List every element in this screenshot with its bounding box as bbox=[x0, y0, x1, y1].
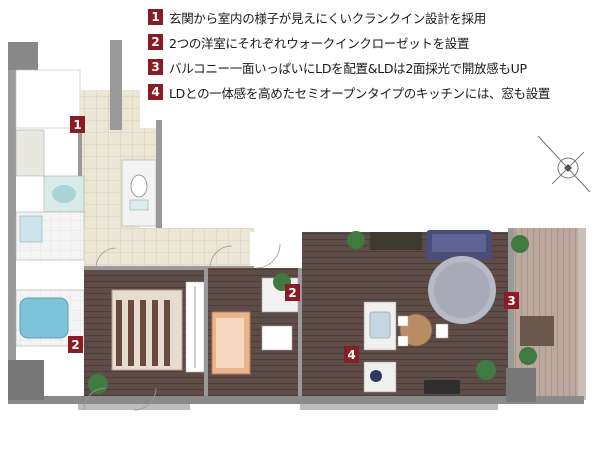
washing-machine bbox=[19, 215, 43, 243]
legend-text: LDとの一体感を高めたセミオープンタイプのキッチンには、窓も設置 bbox=[169, 85, 551, 101]
marker-living-dining: 3 bbox=[504, 292, 519, 309]
tv-board bbox=[370, 232, 422, 250]
desk bbox=[261, 325, 293, 351]
window bbox=[78, 404, 190, 410]
legend-item: 1 玄関から室内の様子が見えにくいクランクイン設計を採用 bbox=[148, 8, 596, 26]
legend-item: 3 バルコニー一面いっぱいにLDを配置&LDは2面採光で開放感もUP bbox=[148, 58, 596, 76]
balcony-rail bbox=[578, 228, 586, 400]
bed-1 bbox=[111, 289, 183, 371]
corridor bbox=[15, 69, 81, 129]
shoe-cabinet bbox=[15, 129, 45, 177]
rug-inner bbox=[434, 262, 490, 318]
burner bbox=[370, 370, 382, 382]
plant bbox=[347, 231, 365, 249]
marker-walk-in-closet-left: 2 bbox=[68, 336, 83, 353]
plant bbox=[88, 374, 108, 394]
plant bbox=[511, 235, 529, 253]
chair bbox=[435, 323, 449, 339]
door-swing bbox=[209, 245, 233, 269]
legend-item: 4 LDとの一体感を高めたセミオープンタイプのキッチンには、窓も設置 bbox=[148, 83, 596, 101]
kitchen-sink bbox=[369, 311, 391, 339]
door-swing bbox=[95, 247, 117, 269]
legend-number: 4 bbox=[148, 84, 163, 100]
chair bbox=[397, 335, 409, 347]
legend-text: 2つの洋室にそれぞれウォークインクローゼットを設置 bbox=[169, 35, 470, 51]
sink-bowl bbox=[52, 185, 76, 203]
legend-text: バルコニー一面いっぱいにLDを配置&LDは2面採光で開放感もUP bbox=[169, 60, 527, 76]
sideboard bbox=[424, 380, 460, 394]
outer-wall-bottom bbox=[8, 396, 584, 404]
bathtub bbox=[19, 297, 69, 339]
marker-walk-in-closet-right: 2 bbox=[285, 284, 300, 301]
wall bbox=[508, 228, 514, 398]
sofa-cushion bbox=[216, 318, 244, 368]
door-swing bbox=[83, 387, 107, 411]
pillar bbox=[8, 42, 38, 70]
legend-number: 1 bbox=[148, 9, 163, 25]
wall bbox=[110, 40, 122, 130]
legend-number: 2 bbox=[148, 34, 163, 50]
feature-legend: 1 玄関から室内の様子が見えにくいクランクイン設計を採用 2 2つの洋室にそれぞ… bbox=[148, 8, 596, 108]
wall bbox=[298, 268, 302, 398]
window bbox=[300, 404, 498, 410]
north-compass-icon bbox=[537, 135, 591, 193]
pillar bbox=[506, 368, 536, 402]
door-swing bbox=[133, 387, 157, 411]
pillar bbox=[8, 360, 44, 400]
living-sofa-seat bbox=[432, 234, 486, 252]
legend-number: 3 bbox=[148, 59, 163, 75]
plant bbox=[476, 360, 496, 380]
wall bbox=[204, 268, 208, 398]
balcony-chair bbox=[520, 316, 554, 346]
plant bbox=[519, 347, 537, 365]
legend-text: 玄関から室内の様子が見えにくいクランクイン設計を採用 bbox=[169, 10, 486, 26]
toilet-tank bbox=[129, 199, 149, 211]
toilet bbox=[130, 174, 148, 198]
marker-kitchen: 4 bbox=[344, 346, 359, 363]
wall bbox=[84, 266, 254, 270]
hallway bbox=[84, 228, 254, 268]
marker-entrance: 1 bbox=[70, 116, 85, 133]
door-swing bbox=[255, 243, 281, 269]
outer-wall-left bbox=[8, 70, 16, 400]
legend-item: 2 2つの洋室にそれぞれウォークインクローゼットを設置 bbox=[148, 33, 596, 51]
chair bbox=[397, 315, 409, 327]
bed-stripes bbox=[116, 300, 170, 366]
wall bbox=[156, 120, 162, 230]
